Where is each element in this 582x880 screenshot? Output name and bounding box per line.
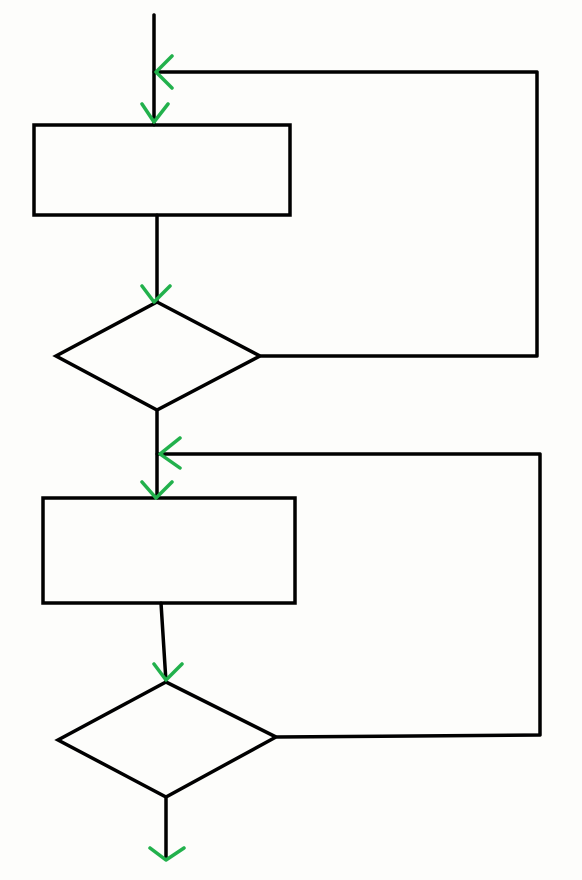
arrowhead-down-process2-icon — [140, 480, 174, 500]
arrowhead-down-decision1-icon — [140, 284, 172, 304]
arrowhead-left-loop2-icon — [158, 436, 182, 470]
process-box-1 — [32, 123, 292, 217]
loop-back-connector-1 — [152, 70, 539, 358]
decision-diamond-1 — [52, 300, 264, 412]
process-box-2 — [41, 496, 297, 605]
arrowhead-down-decision2-icon — [152, 662, 184, 682]
arrowhead-left-loop1-icon — [154, 54, 174, 90]
decision-diamond-2 — [54, 680, 280, 799]
connector-process2-decision2 — [159, 601, 168, 684]
arrowhead-down-process1-icon — [140, 102, 170, 124]
arrowhead-down-exit-icon — [148, 846, 186, 862]
loop-back-connector-2 — [155, 452, 542, 739]
